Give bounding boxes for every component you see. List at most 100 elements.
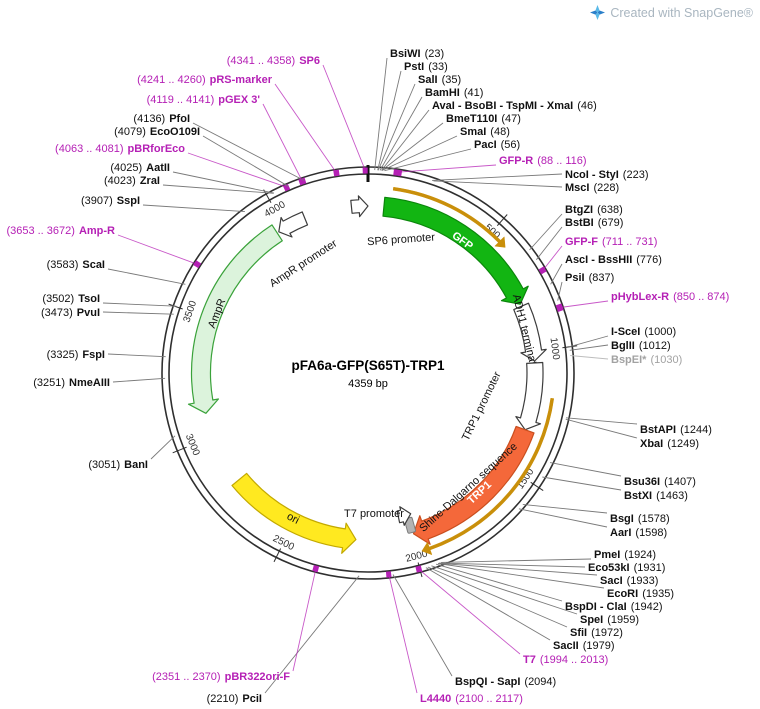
primer-site-gfp-r[interactable] xyxy=(393,169,403,177)
leader-line-spei xyxy=(431,565,578,615)
site-label-pmei[interactable]: PmeI(1924) xyxy=(594,549,656,561)
site-label-bstbi[interactable]: BstBI(679) xyxy=(565,217,623,229)
site-label-psii[interactable]: PsiI(837) xyxy=(565,272,614,284)
leader-line-pmei xyxy=(441,558,592,563)
site-label-bsiwi[interactable]: BsiWI(23) xyxy=(390,48,444,60)
site-label-bstxi[interactable]: BstXI(1463) xyxy=(624,490,688,502)
site-label-amp-r[interactable]: (3653 .. 3672)Amp-R xyxy=(6,225,115,237)
site-label-bspdi-clai[interactable]: BspDI - ClaI(1942) xyxy=(565,601,663,613)
feature-trp1-promoter[interactable] xyxy=(515,361,544,431)
primer-site-pbr322ori-f[interactable] xyxy=(312,565,320,573)
site-label-i-scei[interactable]: I-SceI(1000) xyxy=(611,326,676,338)
site-label-btgzi[interactable]: BtgZI(638) xyxy=(565,204,623,216)
site-label-sali[interactable]: SalI(35) xyxy=(418,74,461,86)
feature-ori[interactable] xyxy=(231,472,357,554)
site-label-pbr322ori-f[interactable]: (2351 .. 2370)pBR322ori-F xyxy=(152,671,290,683)
leader-line-sacii xyxy=(425,567,551,641)
site-label-phyblex-r[interactable]: pHybLex-R(850 .. 874) xyxy=(611,291,729,303)
leader-line-zrai xyxy=(162,184,274,194)
site-label-asci-bsshii[interactable]: AscI - BssHII(776) xyxy=(565,254,662,266)
primer-site-amp-r[interactable] xyxy=(193,260,202,269)
primer-site-l4440[interactable] xyxy=(385,571,392,578)
site-label-bsgi[interactable]: BsgI(1578) xyxy=(610,513,670,525)
site-label-ecori[interactable]: EcoRI(1935) xyxy=(607,588,674,600)
position-tick-label: 3500 xyxy=(182,299,200,324)
feature-gfp[interactable] xyxy=(382,196,529,305)
feature-ampr[interactable] xyxy=(187,224,283,414)
site-label-smai[interactable]: SmaI(48) xyxy=(460,126,510,138)
site-label-gfp-f[interactable]: GFP-F(711 .. 731) xyxy=(565,236,657,248)
site-label-bamhi[interactable]: BamHI(41) xyxy=(425,87,483,99)
site-label-t7[interactable]: T7(1994 .. 2013) xyxy=(523,654,608,666)
primer-site-phyblex-r[interactable] xyxy=(555,303,564,312)
site-label-pgex-3[interactable]: (4119 .. 4141)pGEX 3' xyxy=(147,94,261,106)
leader-line-ecoo109i xyxy=(202,135,289,187)
site-label-sspi[interactable]: (3907)SspI xyxy=(81,195,140,207)
site-label-scai[interactable]: (3583)ScaI xyxy=(47,259,105,271)
site-label-aari[interactable]: AarI(1598) xyxy=(610,527,667,539)
leader-line-gfp-r xyxy=(397,164,497,173)
leader-line-pgex-3 xyxy=(262,103,303,182)
feature-ampr-promoter[interactable] xyxy=(278,211,309,238)
feature-label-t7-promoter: T7 promoter xyxy=(344,508,404,520)
site-label-sacii[interactable]: SacII(1979) xyxy=(553,640,614,652)
site-label-sfii[interactable]: SfiI(1972) xyxy=(570,627,623,639)
site-label-prs-marker[interactable]: (4241 .. 4260)pRS-marker xyxy=(137,74,273,86)
site-label-bsu36i[interactable]: Bsu36I(1407) xyxy=(624,476,696,488)
site-label-l4440[interactable]: L4440(2100 .. 2117) xyxy=(420,693,523,705)
leader-line-prs-marker xyxy=(274,83,337,173)
site-label-zrai[interactable]: (4023)ZraI xyxy=(104,175,160,187)
site-label-bspqi-sapi[interactable]: BspQI - SapI(2094) xyxy=(455,676,556,688)
site-label-avai-bsobi-tspmi-xmai[interactable]: AvaI - BsoBI - TspMI - XmaI(46) xyxy=(432,100,597,112)
leader-line-eco53ki xyxy=(439,562,586,568)
site-label-xbai[interactable]: XbaI(1249) xyxy=(640,438,699,450)
feature-orf-1[interactable] xyxy=(392,187,506,248)
site-label-saci[interactable]: SacI(1933) xyxy=(600,575,658,587)
leader-line-paci xyxy=(384,148,472,172)
site-label-aatii[interactable]: (4025)AatII xyxy=(110,162,170,174)
site-label-spei[interactable]: SpeI(1959) xyxy=(580,614,639,626)
site-label-ecoo109i[interactable]: (4079)EcoO109I xyxy=(114,126,200,138)
site-label-bmet110i[interactable]: BmeT110I(47) xyxy=(446,113,521,125)
leader-line-smai xyxy=(381,135,458,171)
site-label-bstapi[interactable]: BstAPI(1244) xyxy=(640,424,712,436)
primer-site-gfp-f[interactable] xyxy=(538,266,547,275)
feature-orf-2[interactable] xyxy=(421,398,554,555)
leader-line-pbr322ori-f xyxy=(292,569,317,672)
primer-site-prs-marker[interactable] xyxy=(333,169,340,177)
site-label-sp6[interactable]: (4341 .. 4358)SP6 xyxy=(227,55,320,67)
primer-site-pgex-3[interactable] xyxy=(298,177,307,186)
site-label-eco53ki[interactable]: Eco53kI(1931) xyxy=(588,562,665,574)
site-label-bglii[interactable]: BglII(1012) xyxy=(611,340,671,352)
site-label-msci[interactable]: MscI(228) xyxy=(565,182,619,194)
leader-line-tsoi xyxy=(102,302,177,307)
site-label-pvui[interactable]: (3473)PvuI xyxy=(41,307,100,319)
site-label-fspi[interactable]: (3325)FspI xyxy=(47,349,105,361)
feature-label-ampr-promoter: AmpR promoter xyxy=(268,237,340,290)
site-label-psti[interactable]: PstI(33) xyxy=(404,61,448,73)
site-label-pbrforeco[interactable]: (4063 .. 4081)pBRforEco xyxy=(55,143,185,155)
site-label-bani[interactable]: (3051)BanI xyxy=(88,459,148,471)
feature-adh1-terminator[interactable] xyxy=(513,302,547,362)
site-label-ncoi-styi[interactable]: NcoI - StyI(223) xyxy=(565,169,648,181)
feature-t7-promoter[interactable] xyxy=(396,506,412,526)
site-label-bspei[interactable]: BspEI*(1030) xyxy=(611,354,682,366)
leader-line-psti xyxy=(377,70,402,171)
site-label-pfoi[interactable]: (4136)PfoI xyxy=(133,113,190,125)
feature-sp6-promoter[interactable] xyxy=(350,195,369,218)
site-label-nmeaiii[interactable]: (3251)NmeAIII xyxy=(33,377,110,389)
primer-site-t7[interactable] xyxy=(415,565,423,573)
leader-line-xbai xyxy=(565,418,638,439)
leader-line-pfoi xyxy=(192,122,305,181)
site-label-pcii[interactable]: (2210)PciI xyxy=(207,693,262,705)
feature-trp1[interactable] xyxy=(412,425,535,545)
leader-line-bglii xyxy=(569,344,609,351)
watermark-text: Created with SnapGene® xyxy=(610,5,753,20)
site-label-gfp-r[interactable]: GFP-R(88 .. 116) xyxy=(499,155,587,167)
site-label-tsoi[interactable]: (3502)TsoI xyxy=(42,293,100,305)
leader-line-avai-bsobi-tspmi-xmai xyxy=(381,109,430,171)
leader-line-amp-r xyxy=(117,234,197,265)
primer-site-pbrforeco[interactable] xyxy=(282,183,291,192)
site-label-paci[interactable]: PacI(56) xyxy=(474,139,520,151)
